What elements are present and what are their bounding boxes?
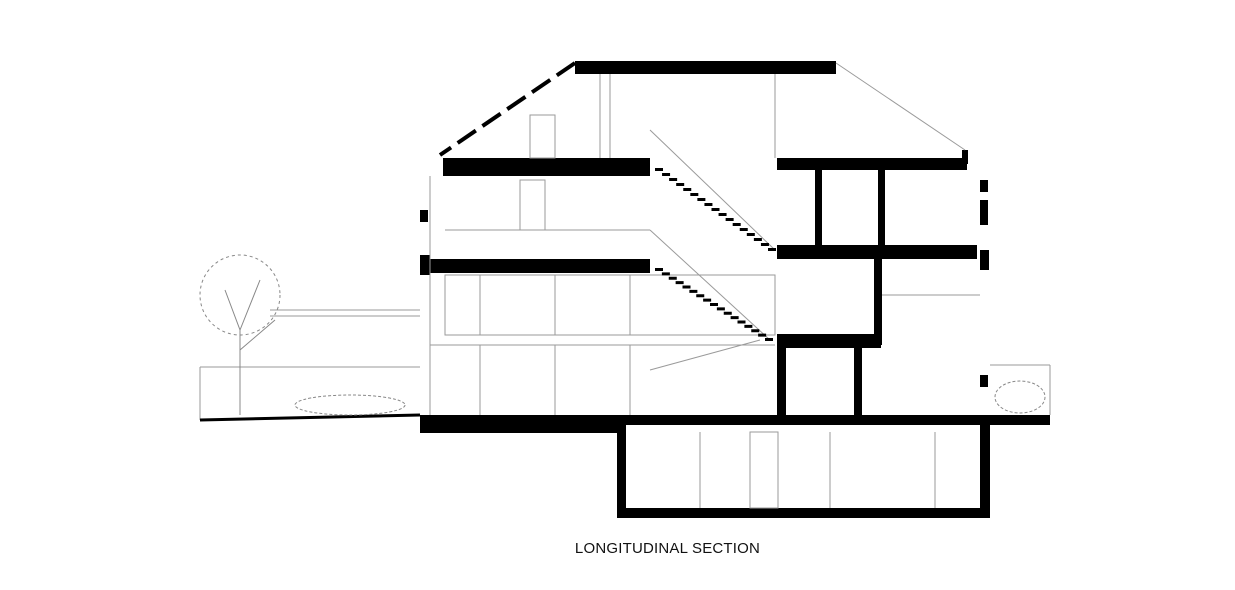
stair-tread [768,248,776,251]
drawing-caption: LONGITUDINAL SECTION [574,540,761,557]
structure-cut [420,61,1050,518]
stair-tread [661,272,670,276]
stair-tread [758,333,767,337]
wall [962,150,968,164]
stair-tread [711,208,720,211]
stair-tread [682,285,691,289]
stair-tread [675,281,684,285]
stair-tread [716,307,725,311]
ground-slab [420,415,1050,425]
wall [980,375,988,387]
wall [980,250,989,270]
stair-tread [697,198,706,201]
wall [874,255,882,345]
upper-right-slab [777,158,967,170]
second-floor-slab [430,259,650,273]
stair-tread [683,188,692,191]
stair-tread [718,213,727,216]
roof-slab [575,61,836,74]
third-floor-slab [443,158,650,176]
elevation-lines [199,62,1051,509]
basement-floor [617,508,990,518]
stair-tread [689,289,698,293]
wall [854,345,862,417]
wall [777,345,786,417]
stair-tread [669,178,678,181]
stair-tread [703,298,712,302]
stair-tread [655,268,663,271]
stair-tread [655,168,663,171]
ground-slab-thick [420,424,620,433]
lower-right-slab [777,334,881,348]
stair-tread [704,203,713,206]
stair-tread [676,183,685,186]
stair-tread [744,324,753,328]
tree-icon [199,254,1046,416]
stair-tread [690,193,699,196]
wall [980,180,988,192]
stair-tread [737,320,746,324]
wall [980,200,988,225]
mid-right-slab [777,245,977,259]
wall [878,165,885,247]
stair-tread [765,338,773,341]
stair-tread [732,223,741,226]
stair-tread [696,294,705,298]
wall [420,210,428,222]
stair-tread [751,329,760,333]
roof-dashed-edge [438,61,577,157]
stair-tread [760,243,769,246]
basement-right-wall [980,424,990,518]
basement-left-wall [617,424,626,518]
stair-tread [662,173,671,176]
stair-tread [668,276,677,280]
wall [815,165,822,247]
stair-tread [723,311,732,315]
stair-tread [753,238,762,241]
wall [420,255,430,275]
stair-treads [655,168,776,341]
stair-tread [739,228,748,231]
stair-tread [746,233,755,236]
stair-tread [730,316,739,320]
ground-line [199,413,421,422]
stair-tread [710,303,718,306]
stair-tread [725,218,734,221]
